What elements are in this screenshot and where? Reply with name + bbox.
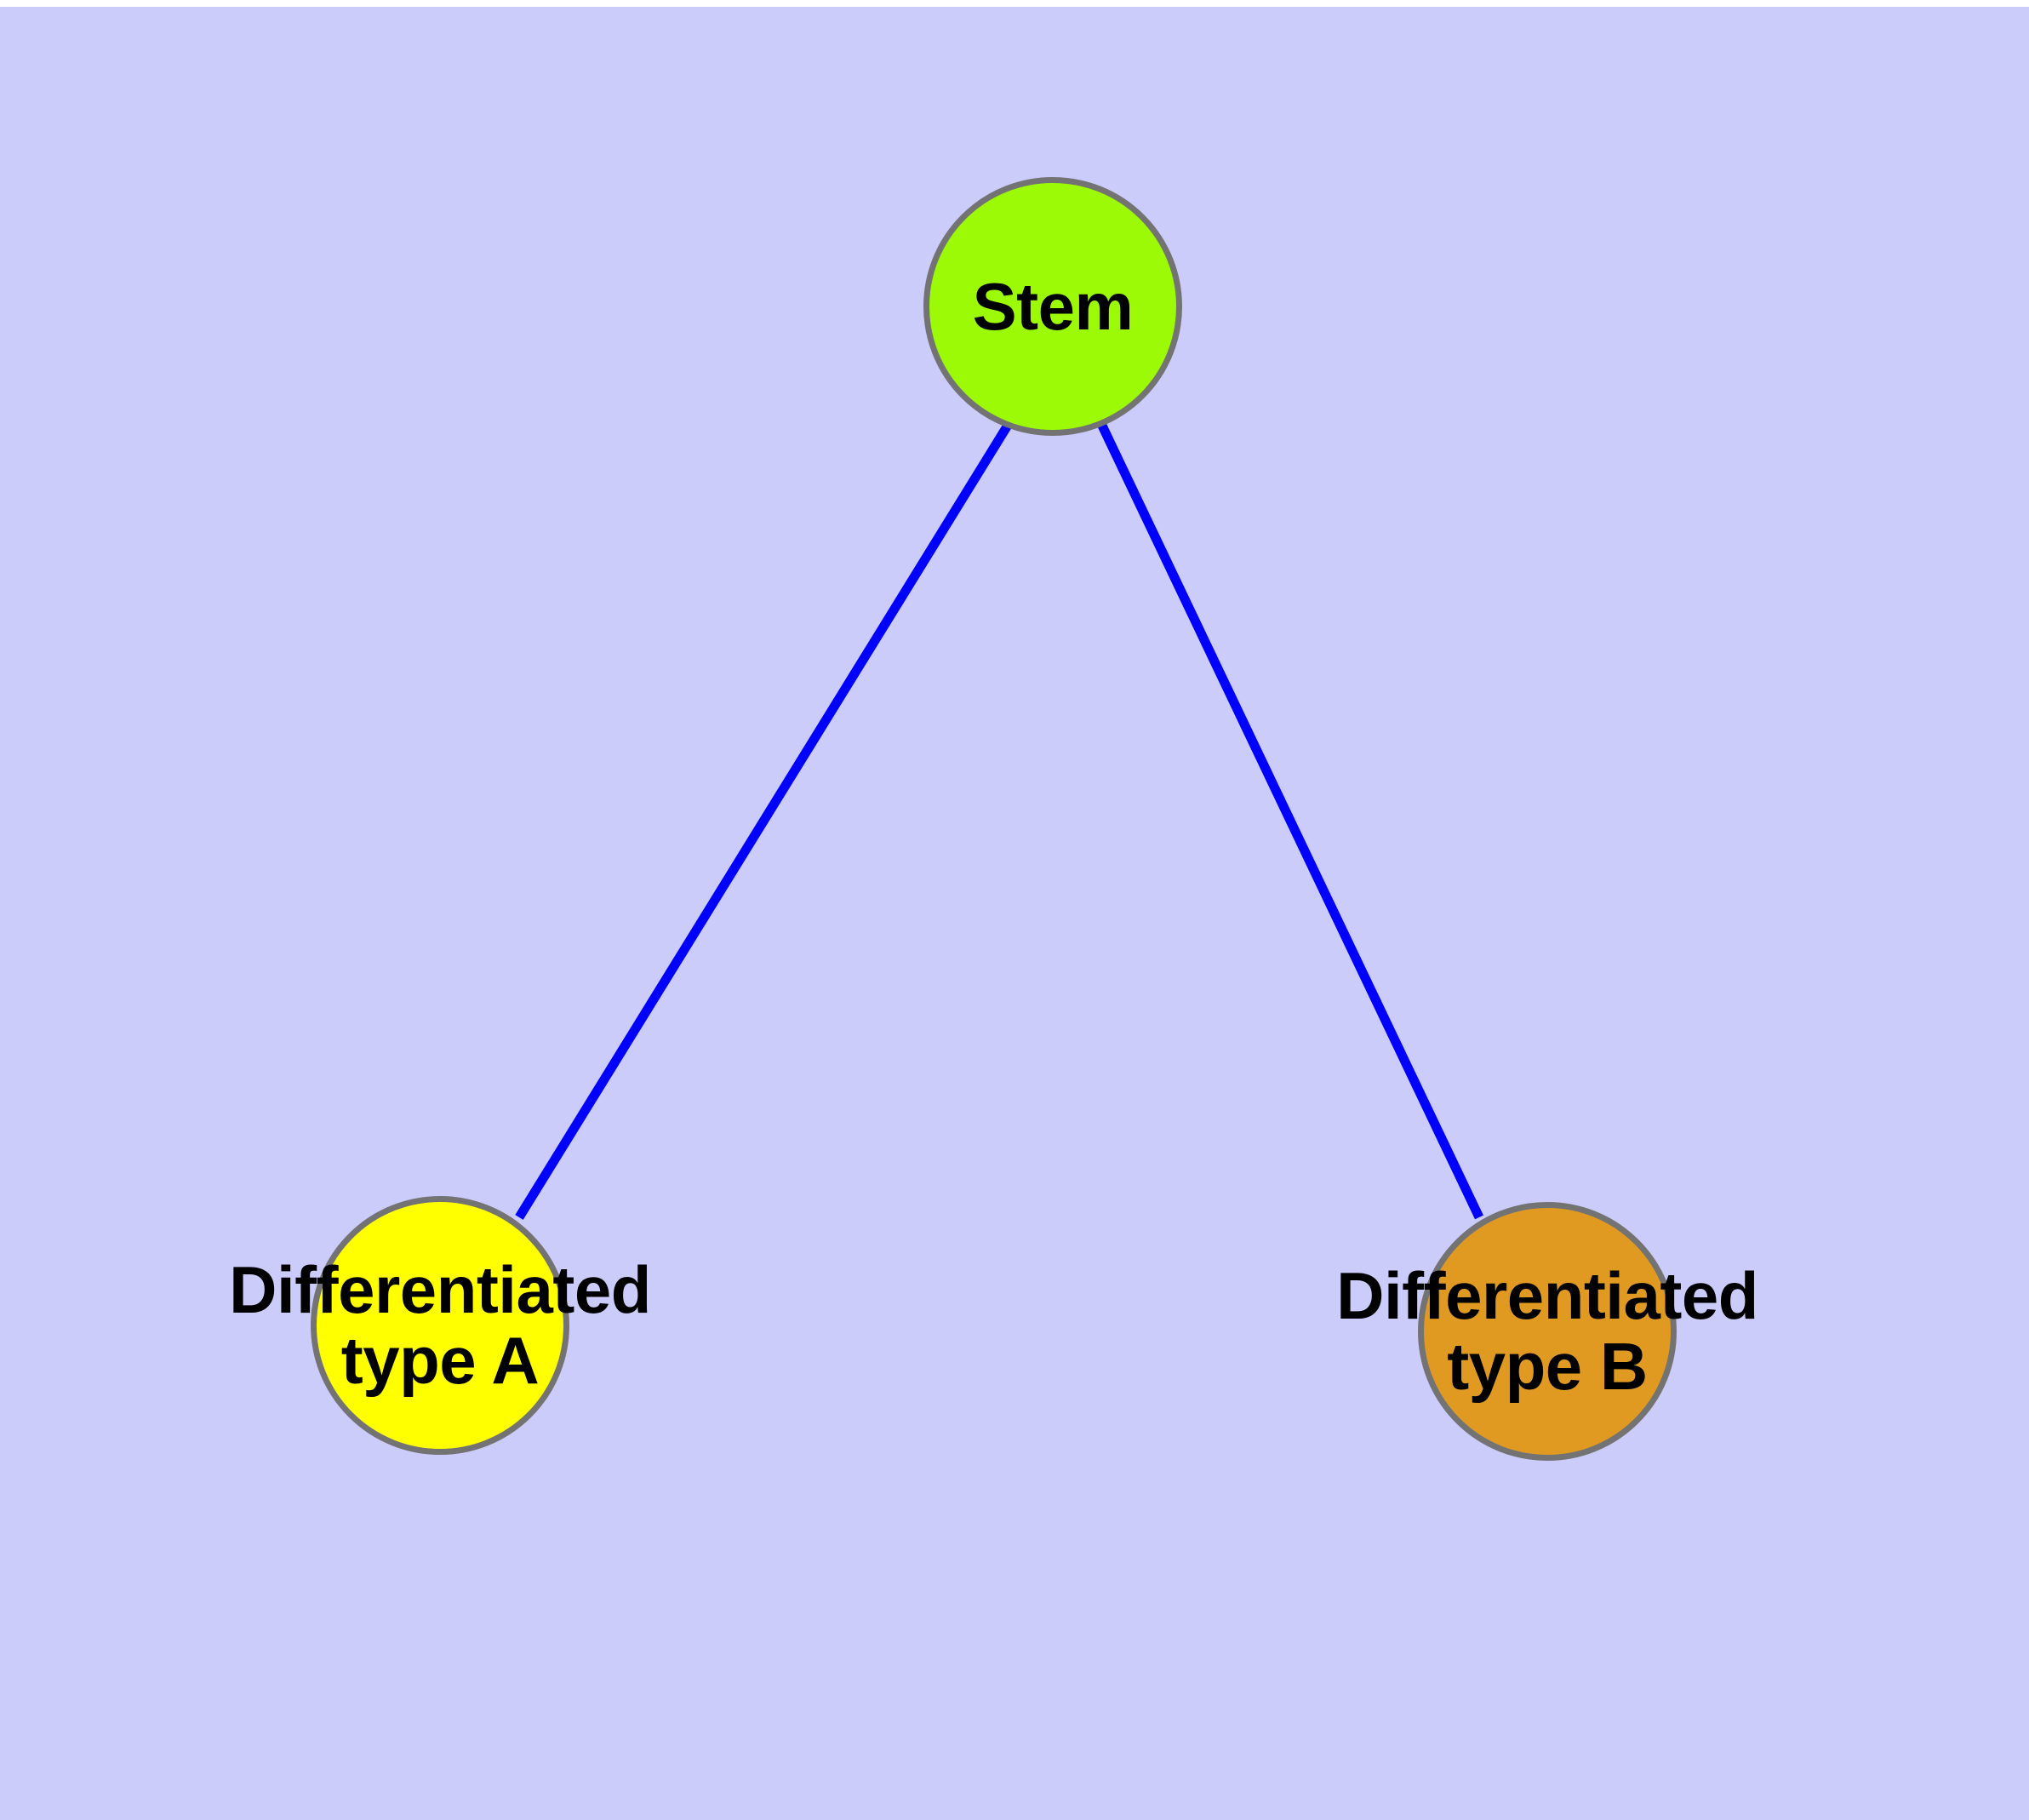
node-differentiated-type-b-label: Differentiated type B	[1336, 1258, 1758, 1404]
node-differentiated-type-a-label: Differentiated type A	[229, 1252, 651, 1398]
node-stem[interactable]	[923, 177, 1182, 436]
node-differentiated-type-a[interactable]	[311, 1196, 569, 1455]
node-stem-label: Stem	[972, 268, 1134, 344]
node-differentiated-type-b[interactable]	[1418, 1202, 1677, 1461]
edge-stem-diff-a	[515, 421, 1013, 1220]
edge-layer	[515, 421, 1483, 1220]
graph-background: Stem Differentiated type A Differentiate…	[0, 7, 2029, 1820]
edge-stem-diff-b	[1098, 423, 1483, 1220]
